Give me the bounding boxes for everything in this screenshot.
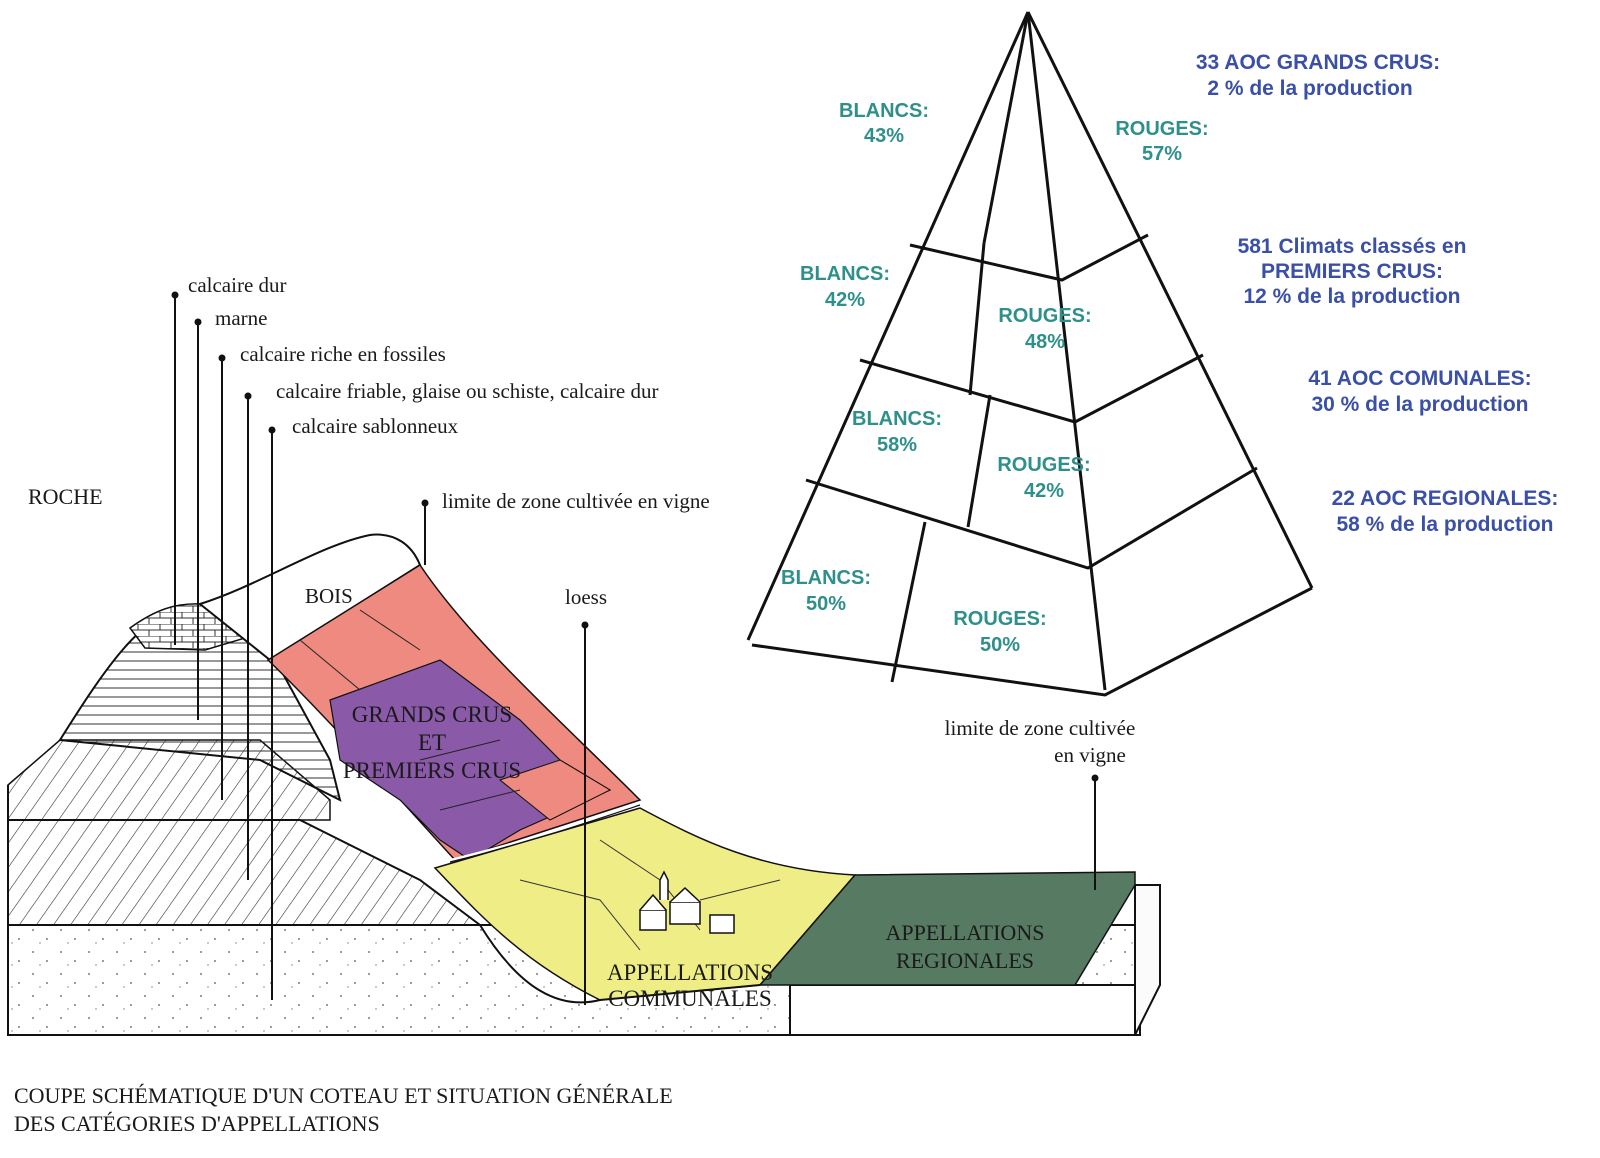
tier2-rouges-label: ROUGES: <box>998 305 1091 327</box>
caption-line-1: COUPE SCHÉMATIQUE D'UN COTEAU ET SITUATI… <box>14 1083 673 1108</box>
label-limite-right-1: limite de zone cultivée <box>945 716 1136 740</box>
tier4-summary-2: 58 % de la production <box>1336 513 1553 536</box>
tier3-summary-1: 41 AOC COMUNALES: <box>1308 367 1531 390</box>
tier-line-1 <box>909 233 1149 282</box>
label-roche: ROCHE <box>28 484 103 509</box>
wood-slope <box>197 533 422 662</box>
label-calcaire-sablonneux: calcaire sablonneux <box>292 414 459 438</box>
valley-floor <box>479 924 761 1004</box>
label-limite-top: limite de zone cultivée en vigne <box>442 489 710 513</box>
tier4-rouges-label: ROUGES: <box>953 608 1046 630</box>
tier4-blancs-label: BLANCS: <box>781 567 871 589</box>
caption-line-2: DES CATÉGORIES D'APPELLATIONS <box>14 1111 380 1136</box>
pyramid-labels: BLANCS: 43% ROUGES: 57% BLANCS: 42% ROUG… <box>781 51 1558 656</box>
label-calcaire-dur: calcaire dur <box>188 273 287 297</box>
tier3-rouges-label: ROUGES: <box>997 454 1090 476</box>
tier1-rouges-value: 57% <box>1142 143 1182 165</box>
grands-crus-patch <box>498 759 612 821</box>
regional-block-front <box>789 984 1136 1036</box>
label-calcaire-fossiles: calcaire riche en fossiles <box>240 342 446 366</box>
label-loess: loess <box>565 585 607 609</box>
hillside-cross-section: calcaire dur marne calcaire riche en fos… <box>7 273 1161 1136</box>
tier2-summary-1: 581 Climats classés en <box>1238 235 1467 258</box>
label-marne: marne <box>215 306 267 330</box>
label-regionales-1: APPELLATIONS <box>886 920 1045 945</box>
label-et: ET <box>418 730 446 755</box>
tier1-blancs-label: BLANCS: <box>839 100 929 122</box>
slope-parcel-lines <box>299 609 521 811</box>
strata-leaders <box>174 295 1096 1005</box>
pyramid-front-edge <box>1026 11 1107 691</box>
label-bois: BOIS <box>305 584 353 608</box>
label-premiers-crus: PREMIERS CRUS <box>343 758 521 783</box>
label-communales-2: COMMUNALES <box>608 986 772 1011</box>
tier3-blancs-value: 58% <box>877 434 917 456</box>
block-right-side <box>1134 884 1161 1036</box>
friable-layer <box>7 819 483 926</box>
tier2-blancs-value: 42% <box>825 289 865 311</box>
village-icon <box>639 870 735 934</box>
label-grands-crus: GRANDS CRUS <box>352 702 512 727</box>
pyramid-outline <box>746 11 1030 641</box>
label-communales-1: APPELLATIONS <box>607 960 773 985</box>
label-calcaire-friable: calcaire friable, glaise ou schiste, cal… <box>276 379 658 403</box>
tier1-summary-2: 2 % de la production <box>1207 77 1412 100</box>
tier4-summary-1: 22 AOC REGIONALES: <box>1332 487 1559 510</box>
label-regionales-2: REGIONALES <box>896 948 1034 973</box>
tier2-blancs-label: BLANCS: <box>800 263 890 285</box>
label-limite-right-2: en vigne <box>1054 743 1126 767</box>
tier1-rouges-label: ROUGES: <box>1115 118 1208 140</box>
tier1-summary-1: 33 AOC GRANDS CRUS: <box>1196 51 1440 74</box>
tier-line-2 <box>859 353 1204 424</box>
tier4-rouges-value: 50% <box>980 634 1020 656</box>
tier3-summary-2: 30 % de la production <box>1311 393 1528 416</box>
regionales-zone <box>758 871 1136 986</box>
tier1-blancs-value: 43% <box>864 125 904 147</box>
tier2-rouges-value: 48% <box>1025 331 1065 353</box>
classification-pyramid <box>746 11 1314 697</box>
leader-dots <box>171 291 1099 782</box>
tier3-blancs-label: BLANCS: <box>852 408 942 430</box>
tier2-summary-3: 12 % de la production <box>1243 285 1460 308</box>
tier2-summary-2: PREMIERS CRUS: <box>1261 260 1443 283</box>
tier4-blancs-value: 50% <box>806 593 846 615</box>
tier-base <box>751 586 1313 697</box>
tier3-rouges-value: 42% <box>1024 480 1064 502</box>
tier-line-3 <box>805 466 1258 570</box>
